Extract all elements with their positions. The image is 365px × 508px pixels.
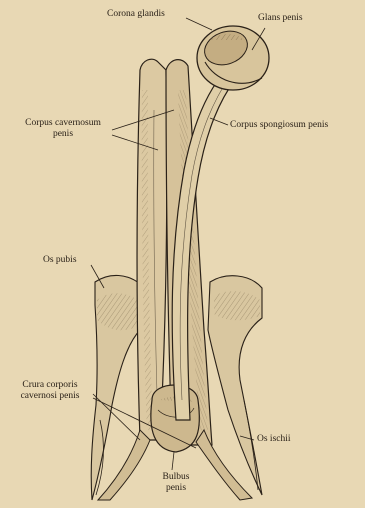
- label-corpus-cavernosum: Corpus cavernosum penis: [9, 118, 117, 140]
- label-corpus-spongiosum: Corpus spongiosum penis: [230, 120, 328, 131]
- label-glans-penis: Glans penis: [258, 13, 303, 24]
- glans-penis: [197, 25, 269, 90]
- label-crura-line2: cavernosi penis: [4, 391, 96, 402]
- label-os-ischii: Os ischii: [257, 434, 291, 445]
- label-corpus-cavernosum-line2: penis: [9, 129, 117, 140]
- label-crura: Crura corporis cavernosi penis: [4, 380, 96, 402]
- label-bulbus-penis: Bulbus penis: [148, 472, 204, 494]
- label-bulbus-line1: Bulbus: [148, 472, 204, 483]
- label-corpus-cavernosum-line1: Corpus cavernosum: [9, 118, 117, 129]
- label-corona-glandis: Corona glandis: [107, 9, 165, 20]
- label-os-pubis: Os pubis: [43, 255, 77, 266]
- label-crura-line1: Crura corporis: [4, 380, 96, 391]
- label-bulbus-line2: penis: [148, 483, 204, 494]
